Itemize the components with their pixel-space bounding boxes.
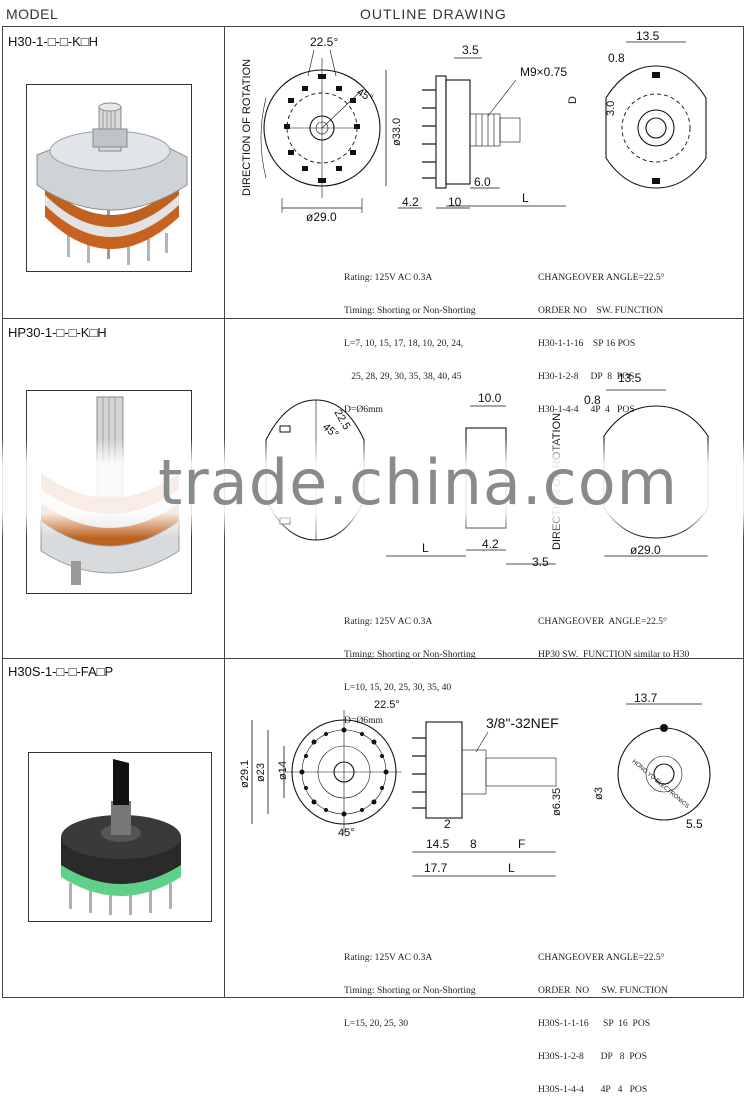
watermark-text: trade.china.com bbox=[158, 446, 679, 519]
spec-line: H30S-1-2-8 DP 8 POS bbox=[538, 1051, 647, 1062]
row-divider bbox=[2, 318, 744, 319]
dim-0.8: 0.8 bbox=[584, 393, 601, 407]
dim-2: 2 bbox=[444, 817, 451, 831]
dim-thread: 3/8"-32NEF bbox=[486, 715, 559, 731]
dim-14.5: 14.5 bbox=[426, 837, 450, 851]
dim-angle-45: 45° bbox=[355, 86, 375, 105]
spec-line: 25, 28, 29, 30, 35, 38, 40, 45 bbox=[344, 371, 462, 382]
dim-5.5: 5.5 bbox=[686, 817, 703, 831]
rotary-switch-image bbox=[36, 102, 188, 265]
spec-right-hp30: CHANGEOVER ANGLE=22.5° HP30 SW. FUNCTION… bbox=[538, 594, 689, 671]
watermark-band bbox=[0, 438, 747, 538]
spec-left-h30s: Rating: 125V AC 0.3A Timing: Shorting or… bbox=[344, 930, 476, 1040]
spec-line: D=Ø6mm bbox=[344, 715, 383, 726]
dim-dia3: ø3 bbox=[593, 787, 605, 800]
spec-line: ORDER NO SW. FUNCTION bbox=[538, 985, 668, 996]
model-name: H30-1-□-□-K□H bbox=[8, 34, 99, 49]
spec-line: D=Ø6mm bbox=[344, 404, 383, 415]
spec-line: CHANGEOVER ANGLE=22.5° bbox=[538, 616, 667, 627]
spec-line: Rating: 125V AC 0.3A bbox=[344, 272, 433, 283]
spec-line: Timing: Shorting or Non-Shorting bbox=[344, 649, 476, 660]
dim-dia29.1: ø29.1 bbox=[239, 760, 251, 788]
dim-m9-thread: M9×0.75 bbox=[520, 65, 567, 79]
spec-line: ORDER NO SW. FUNCTION bbox=[538, 305, 664, 316]
dim-13.7: 13.7 bbox=[634, 691, 658, 705]
model-name: H30S-1-□-□-FA□P bbox=[8, 664, 114, 679]
dim-0.8: 0.8 bbox=[608, 51, 625, 65]
dim-10: 10 bbox=[448, 195, 462, 209]
spec-line: H30-1-4-4 4P 4 POS bbox=[538, 404, 635, 415]
side-view: 3/8"-32NEF ø6.35 2 14.5 8 F 17.7 L bbox=[412, 715, 563, 877]
dim-dia6.35: ø6.35 bbox=[551, 788, 563, 816]
dim-3.0: 3.0 bbox=[605, 101, 617, 116]
rear-view: 13.5 0.8 3.0 bbox=[605, 29, 707, 189]
product-photo bbox=[28, 752, 212, 922]
dim-D: D bbox=[567, 96, 579, 104]
brand-mark: HONG YU ELECTRONICS bbox=[631, 759, 690, 810]
rotation-label: DIRECTION OF ROTATION bbox=[241, 59, 253, 196]
model-column-header: MODEL bbox=[6, 6, 59, 22]
rotary-switch-image bbox=[61, 759, 181, 915]
dim-13.5: 13.5 bbox=[618, 371, 642, 385]
dim-3.5: 3.5 bbox=[462, 43, 479, 57]
dim-angle: 22.5° bbox=[310, 35, 338, 49]
spec-line: Timing: Shorting or Non-Shorting bbox=[344, 985, 476, 996]
model-name: HP30-1-□-□-K□H bbox=[8, 325, 107, 340]
dim-3.5: 3.5 bbox=[532, 555, 549, 569]
front-view: ø29.0 ø33.0 22.5° 45° DIRECTION OF ROTAT… bbox=[241, 35, 403, 224]
spec-line: H30S-1-4-4 4P 4 POS bbox=[538, 1084, 648, 1095]
dim-dia23: ø23 bbox=[255, 763, 267, 782]
spec-line: CHANGEOVER ANGLE=22.5° bbox=[538, 952, 665, 963]
dim-4.2: 4.2 bbox=[482, 537, 499, 551]
spec-line: L=15, 20, 25, 30 bbox=[344, 1018, 409, 1029]
spec-line: Rating: 125V AC 0.3A bbox=[344, 952, 433, 963]
dim-angle-45: 45° bbox=[338, 827, 355, 839]
spec-line: Timing: Shorting or Non-Shorting bbox=[344, 305, 476, 316]
dim-10.0: 10.0 bbox=[478, 391, 502, 405]
product-photo bbox=[26, 84, 192, 272]
dim-13.5: 13.5 bbox=[636, 29, 660, 43]
spec-right-h30s: CHANGEOVER ANGLE=22.5° ORDER NO SW. FUNC… bbox=[538, 930, 668, 1106]
dim-F: F bbox=[518, 837, 525, 851]
h30s-outline-drawing: 22.5° 45° ø29.1 ø23 ø14 3/8"-32NEF ø6.35… bbox=[239, 691, 711, 877]
h30-outline-drawing: ø29.0 ø33.0 22.5° 45° DIRECTION OF ROTAT… bbox=[241, 29, 707, 224]
spec-line: CHANGEOVER ANGLE=22.5° bbox=[538, 272, 665, 283]
spec-line: L=10, 15, 20, 25, 30, 35, 40 bbox=[344, 682, 452, 693]
side-view: 3.5 M9×0.75 D 6.0 L 4.2 10 bbox=[398, 43, 579, 209]
dim-dia29: ø29.0 bbox=[306, 210, 337, 224]
dim-L: L bbox=[422, 541, 429, 555]
dim-angle: 22.5° bbox=[374, 699, 400, 711]
dim-17.7: 17.7 bbox=[424, 861, 448, 875]
spec-line: HP30 SW. FUNCTION similar to H30 bbox=[538, 649, 690, 660]
dim-dia29: ø29.0 bbox=[630, 543, 661, 557]
dim-L: L bbox=[508, 861, 515, 875]
outline-column-header: OUTLINE DRAWING bbox=[360, 6, 507, 22]
dim-4.2: 4.2 bbox=[402, 195, 419, 209]
spec-line: Rating: 125V AC 0.3A bbox=[344, 616, 433, 627]
spec-left-h30: Rating: 125V AC 0.3A Timing: Shorting or… bbox=[344, 250, 476, 426]
front-view: 22.5° 45° ø29.1 ø23 ø14 bbox=[239, 699, 402, 839]
spec-left-hp30: Rating: 125V AC 0.3A Timing: Shorting or… bbox=[344, 594, 476, 737]
rear-view: 13.7 ø3 5.5 HONG YU ELECTRONICS bbox=[593, 691, 711, 831]
dim-L: L bbox=[522, 191, 529, 205]
dim-dia14: ø14 bbox=[277, 761, 289, 780]
spec-line: L=7, 10, 15, 17, 18, 10, 20, 24, bbox=[344, 338, 464, 349]
dim-6.0: 6.0 bbox=[474, 175, 491, 189]
dim-8: 8 bbox=[470, 837, 477, 851]
dim-dia33: ø33.0 bbox=[391, 118, 403, 146]
spec-line: H30S-1-1-16 SP 16 POS bbox=[538, 1018, 651, 1029]
spec-line: H30-1-2-8 DP 8 POS bbox=[538, 371, 635, 382]
spec-right-h30: CHANGEOVER ANGLE=22.5° ORDER NO SW. FUNC… bbox=[538, 250, 665, 426]
row-divider bbox=[2, 658, 744, 659]
spec-line: H30-1-1-16 SP 16 POS bbox=[538, 338, 636, 349]
